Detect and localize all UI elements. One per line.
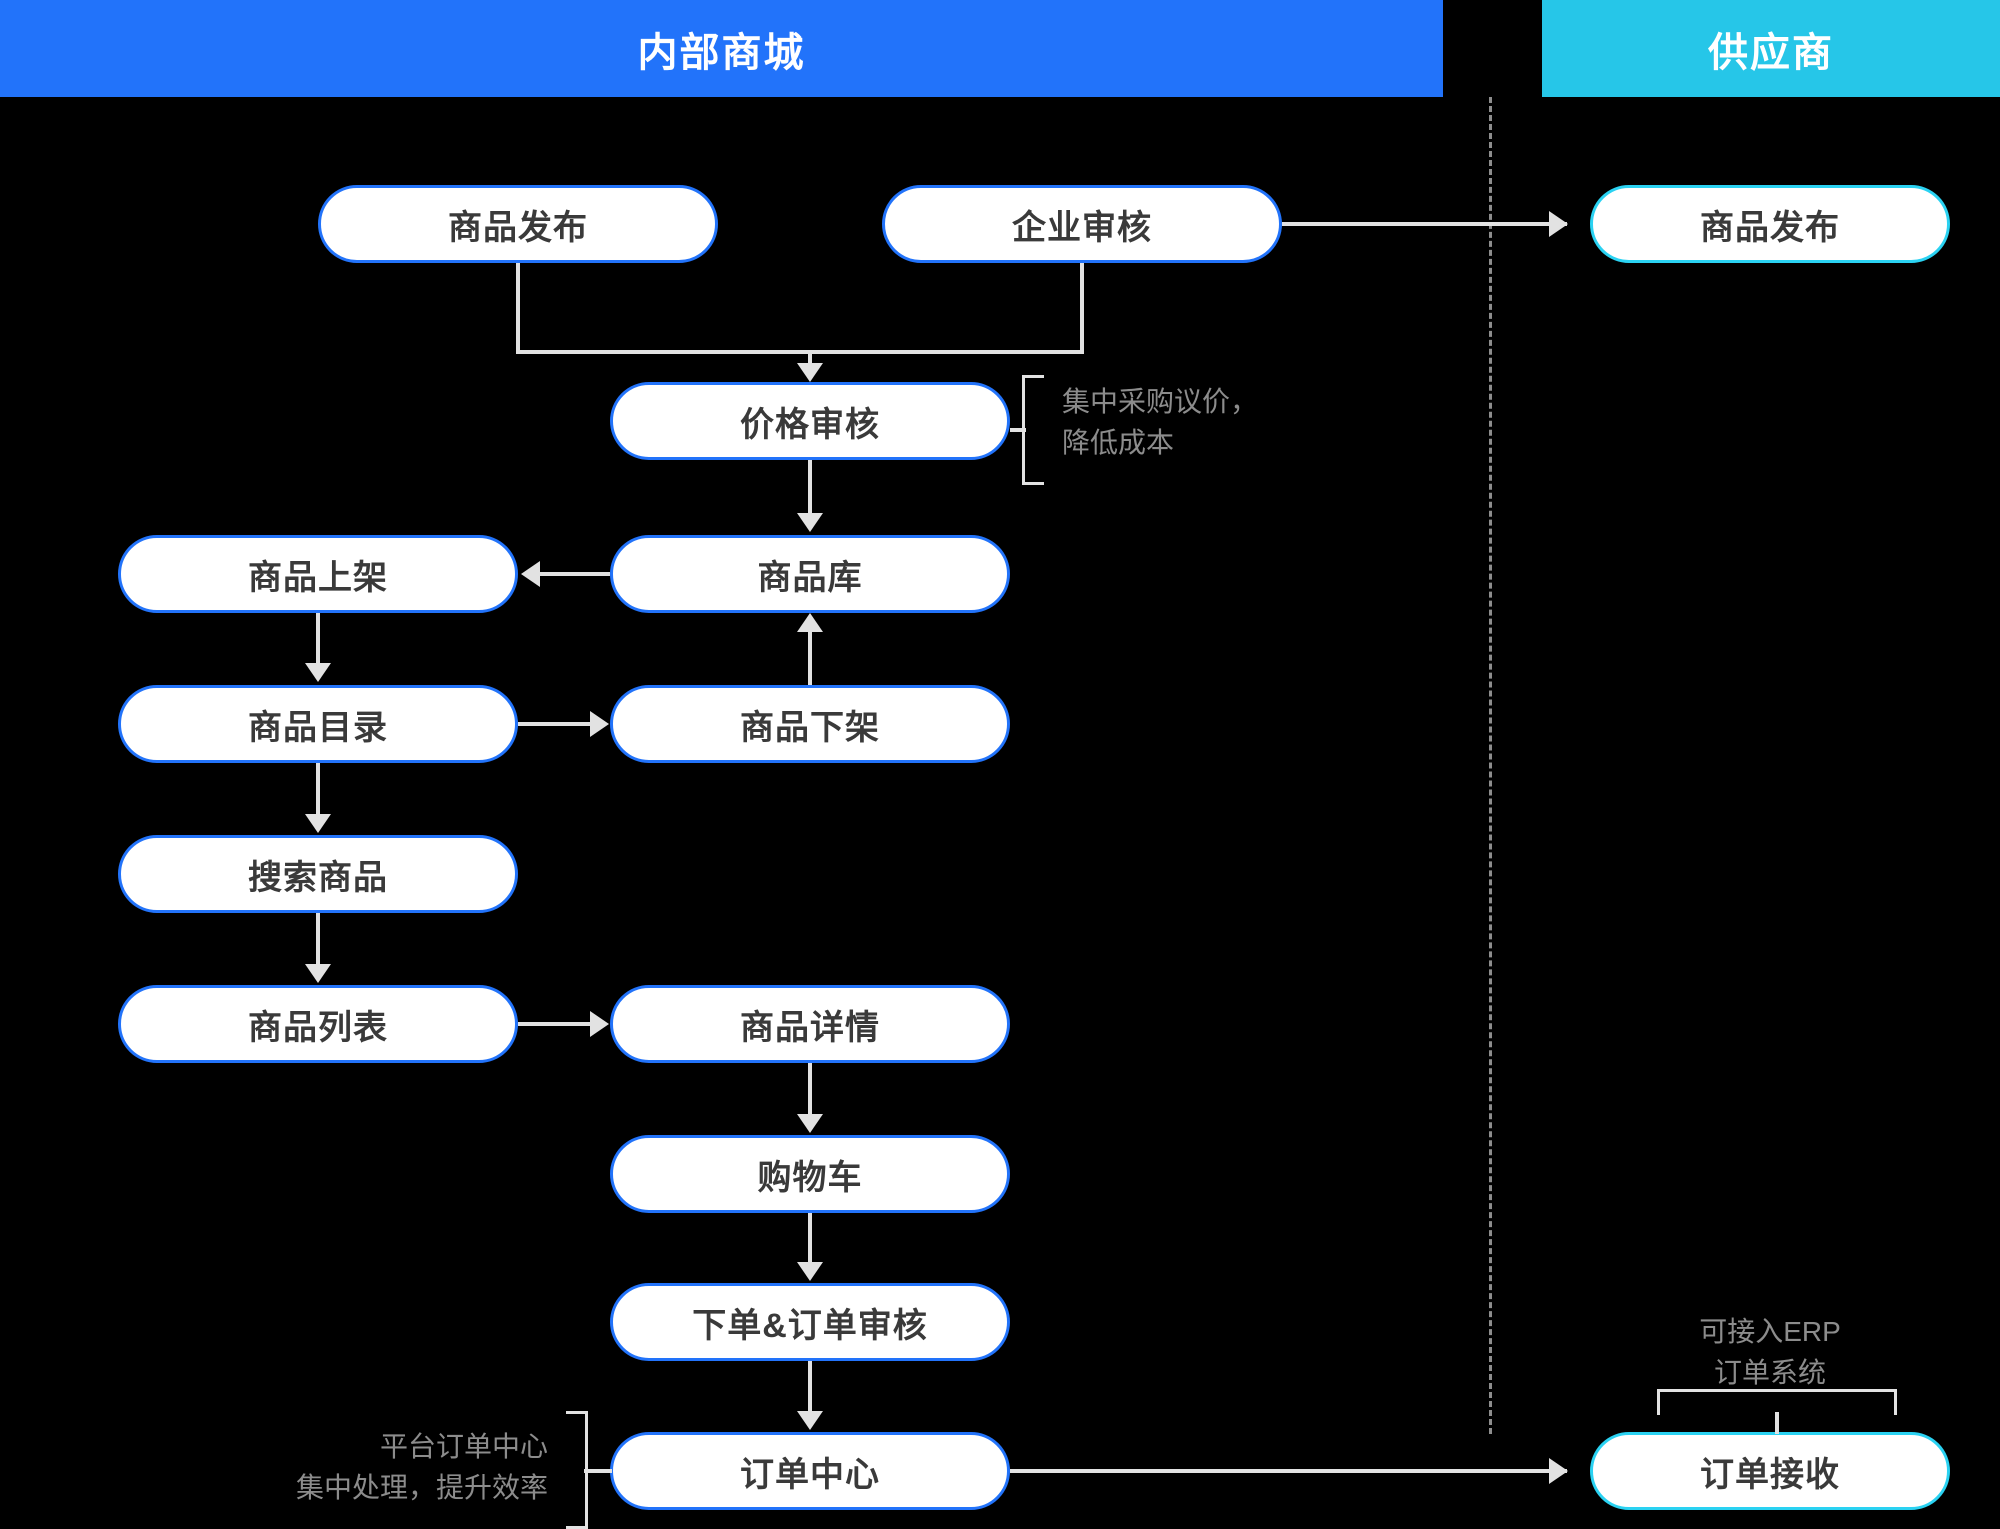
annotation-price-review-note: 集中采购议价， 降低成本	[1062, 386, 1259, 458]
connector-merge-to-price	[808, 350, 812, 364]
lane-divider	[1489, 97, 1492, 1434]
arrowhead-order-center-to-receive	[1549, 1458, 1568, 1484]
connector-enterprise-to-supplier-publish	[1282, 222, 1567, 226]
node-product-publish-internal[interactable]: 商品发布	[318, 185, 718, 263]
node-search-product[interactable]: 搜索商品	[118, 835, 518, 913]
arrowhead-search-to-list	[305, 964, 331, 983]
arrowhead-enterprise-to-supplier-publish	[1549, 211, 1568, 237]
node-price-review[interactable]: 价格审核	[610, 382, 1010, 460]
connector-publish-down	[516, 263, 520, 354]
node-order-center[interactable]: 订单中心	[610, 1432, 1010, 1510]
arrowhead-listing-off-to-library	[797, 613, 823, 632]
node-product-list[interactable]: 商品列表	[118, 985, 518, 1063]
arrowhead-listing-on-to-catalog	[305, 663, 331, 682]
arrowhead-merge-to-price	[797, 363, 823, 382]
connector-detail-to-cart	[808, 1063, 812, 1117]
connector-order-center-to-receive	[1010, 1469, 1567, 1473]
connector-catalog-to-search	[316, 763, 320, 819]
node-place-order-review[interactable]: 下单&订单审核	[610, 1283, 1010, 1361]
lane-header-supplier: 供应商	[1542, 0, 2000, 97]
node-product-publish-supplier[interactable]: 商品发布	[1590, 185, 1950, 263]
connector-cart-to-place-order	[808, 1213, 812, 1266]
connector-library-to-listing-on	[540, 572, 610, 576]
connector-enterprise-down	[1080, 263, 1084, 354]
connector-place-order-to-order-center	[808, 1361, 812, 1415]
node-product-detail[interactable]: 商品详情	[610, 985, 1010, 1063]
connector-list-to-detail	[518, 1022, 590, 1026]
node-order-receive[interactable]: 订单接收	[1590, 1432, 1950, 1510]
node-product-listing-off[interactable]: 商品下架	[610, 685, 1010, 763]
annotation-order-center-note: 平台订单中心 集中处理，提升效率	[295, 1431, 548, 1503]
connector-price-to-library	[808, 460, 812, 516]
arrowhead-cart-to-place-order	[797, 1262, 823, 1281]
lane-header-internal: 内部商城	[0, 0, 1443, 97]
connector-search-to-list	[316, 913, 320, 969]
connector-listing-on-to-catalog	[316, 613, 320, 669]
bracket-erp-note	[1657, 1389, 1897, 1415]
arrowhead-place-order-to-order-center	[797, 1411, 823, 1430]
connector-merge-horizontal	[516, 350, 1084, 354]
node-product-library[interactable]: 商品库	[610, 535, 1010, 613]
arrowhead-library-to-listing-on	[521, 561, 540, 587]
arrowhead-list-to-detail	[590, 1011, 609, 1037]
connector-order-center-note-stem	[584, 1469, 612, 1473]
annotation-erp-note: 可接入ERP 订单系统	[1699, 1316, 1841, 1388]
node-product-catalog[interactable]: 商品目录	[118, 685, 518, 763]
connector-listing-off-to-library	[808, 625, 812, 685]
arrowhead-catalog-to-search	[305, 814, 331, 833]
arrowhead-catalog-to-listing-off	[590, 711, 609, 737]
node-product-listing-on[interactable]: 商品上架	[118, 535, 518, 613]
connector-price-review-note-stem	[1010, 428, 1026, 432]
arrowhead-price-to-library	[797, 513, 823, 532]
node-enterprise-review[interactable]: 企业审核	[882, 185, 1282, 263]
arrowhead-detail-to-cart	[797, 1114, 823, 1133]
connector-erp-note-stem	[1775, 1412, 1779, 1434]
node-shopping-cart[interactable]: 购物车	[610, 1135, 1010, 1213]
connector-catalog-to-listing-off	[518, 722, 590, 726]
